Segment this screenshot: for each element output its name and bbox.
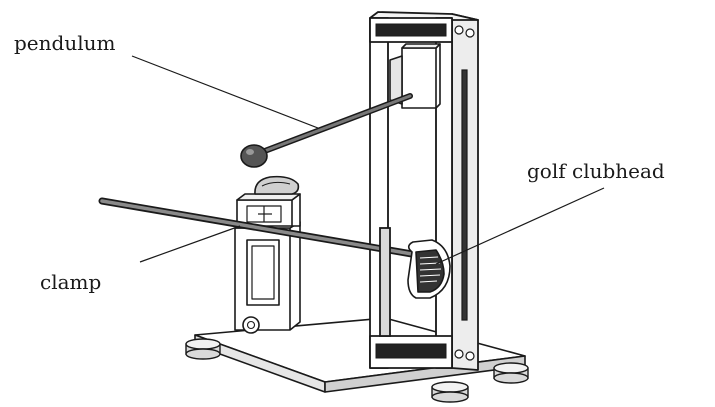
label-golf-clubhead: golf clubhead (527, 159, 665, 183)
foot-right (493, 362, 529, 384)
pendulum (240, 93, 413, 168)
tower-slot (461, 69, 468, 321)
leader-line-clamp (139, 225, 241, 263)
tower-post-front-segment (379, 227, 391, 337)
foot-left (185, 338, 221, 360)
leader-line-golf-clubhead (435, 187, 605, 265)
base-feet (185, 338, 529, 403)
leader-line-pendulum (131, 55, 319, 129)
golf-club-shaft (98, 197, 416, 258)
leader-lines (131, 55, 605, 265)
golf-clubhead (407, 239, 451, 299)
tower-bolts (454, 25, 475, 361)
pendulum-pivot-housing (389, 43, 441, 109)
tower-dark-plates (375, 23, 447, 359)
label-pendulum: pendulum (14, 31, 115, 55)
label-clamp: clamp (40, 270, 101, 294)
foot-front (431, 381, 469, 403)
clamp-assembly (234, 175, 301, 334)
